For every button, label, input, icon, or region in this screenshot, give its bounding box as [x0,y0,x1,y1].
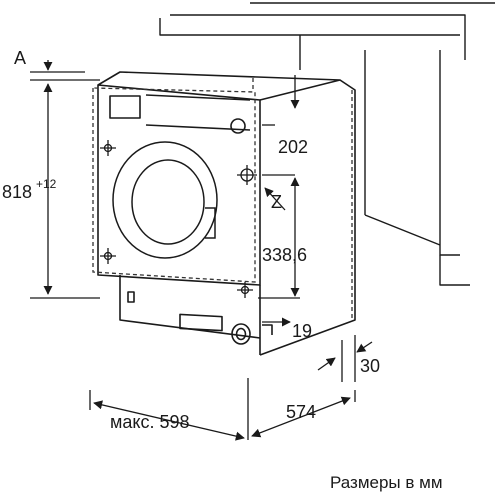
max-width-value: макс. 598 [110,412,190,432]
mounting-frame [92,78,353,320]
bottom-offset-value: 19 [292,321,312,341]
hinge-marks [100,140,257,298]
dimension-lines [30,60,373,441]
height-value: 818 [2,182,32,202]
axis-z-label: Z [271,192,282,212]
units-caption: Размеры в мм [330,473,443,492]
label-a: A [14,48,26,68]
height-tolerance: +12 [36,177,57,191]
depth-value: 574 [286,402,316,422]
porthole [112,141,218,259]
axis-offset-value: 338,6 [262,245,307,265]
top-panel-value: 202 [278,137,308,157]
side-gap-value: 30 [360,356,380,376]
machine-body [97,71,356,356]
cabinet-niche [159,2,495,286]
